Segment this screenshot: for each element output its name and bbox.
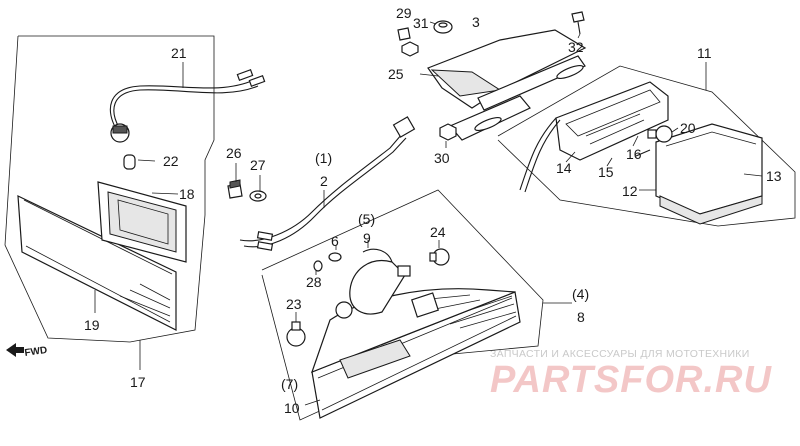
wire-harness-2	[239, 116, 416, 251]
callout-8: 8	[577, 309, 585, 325]
nut-31	[401, 41, 419, 57]
bulb-23	[286, 321, 306, 347]
callout-14: 14	[556, 160, 572, 176]
callout-26: 26	[226, 145, 242, 161]
callout-31: 31	[413, 15, 429, 31]
callout-10: 10	[284, 400, 300, 416]
lamp-base-15	[555, 81, 669, 161]
callout-32: 32	[568, 39, 584, 55]
callout-5: (5)	[358, 211, 375, 227]
callout-22: 22	[163, 153, 179, 169]
callout-23: 23	[286, 296, 302, 312]
callout-labels: 21 22 18 19 17 26 27 (1) 2 (5) 6 9 28 24…	[84, 5, 782, 416]
callout-13: 13	[766, 168, 782, 184]
callout-2: 2	[320, 173, 328, 189]
callout-20: 20	[680, 120, 696, 136]
callout-17: 17	[130, 374, 146, 390]
watermark-caption: ЗАПЧАСТИ И АКСЕССУАРЫ ДЛЯ МОТОТЕХНИКИ	[490, 348, 750, 360]
socket-wire-21	[109, 69, 266, 143]
callout-21: 21	[171, 45, 187, 61]
callout-30: 30	[434, 150, 450, 166]
callout-29: 29	[396, 5, 412, 21]
callout-9: 9	[363, 230, 371, 246]
lens-19	[17, 195, 177, 331]
bracket-25	[427, 29, 587, 141]
callout-7: (7)	[281, 376, 298, 392]
screw-12	[635, 149, 651, 157]
bulb-20	[647, 125, 673, 143]
grommet-28	[313, 260, 323, 272]
callout-6: 6	[331, 233, 339, 249]
callout-3: 3	[472, 14, 480, 30]
tail-lamp-group	[227, 116, 544, 421]
callout-16: 16	[626, 146, 642, 162]
washer-27	[249, 190, 267, 202]
nut-30	[439, 123, 457, 141]
front-turn-signal-group	[4, 35, 266, 343]
housing-18	[97, 181, 187, 263]
lens-13	[655, 123, 763, 225]
callout-15: 15	[598, 164, 614, 180]
group-11-outline	[497, 65, 796, 227]
callout-24: 24	[430, 224, 446, 240]
socket-9	[335, 248, 411, 319]
fwd-label: FWD	[24, 345, 48, 359]
callout-1: (1)	[315, 150, 332, 166]
license-lamp-group	[397, 11, 796, 227]
hardware-29	[397, 27, 411, 41]
bulb-24	[429, 248, 450, 266]
callout-4: (4)	[572, 286, 589, 302]
callout-19: 19	[84, 317, 100, 333]
callout-25: 25	[388, 66, 404, 82]
callout-27: 27	[250, 157, 266, 173]
watermark-brand: PARTSFOR.RU	[490, 359, 772, 401]
callout-28: 28	[306, 274, 322, 290]
callout-18: 18	[179, 186, 195, 202]
bulb-22	[123, 154, 136, 170]
fwd-direction-marker: FWD	[6, 343, 48, 359]
screw-32	[571, 11, 585, 35]
grommet-6	[328, 252, 342, 262]
wire-14	[519, 117, 561, 193]
screw-26	[227, 179, 243, 199]
grommet-3	[433, 20, 453, 34]
fwd-arrow-icon	[6, 343, 24, 357]
callout-12: 12	[622, 183, 638, 199]
leader-lines	[94, 21, 763, 406]
callout-11: 11	[697, 45, 712, 61]
